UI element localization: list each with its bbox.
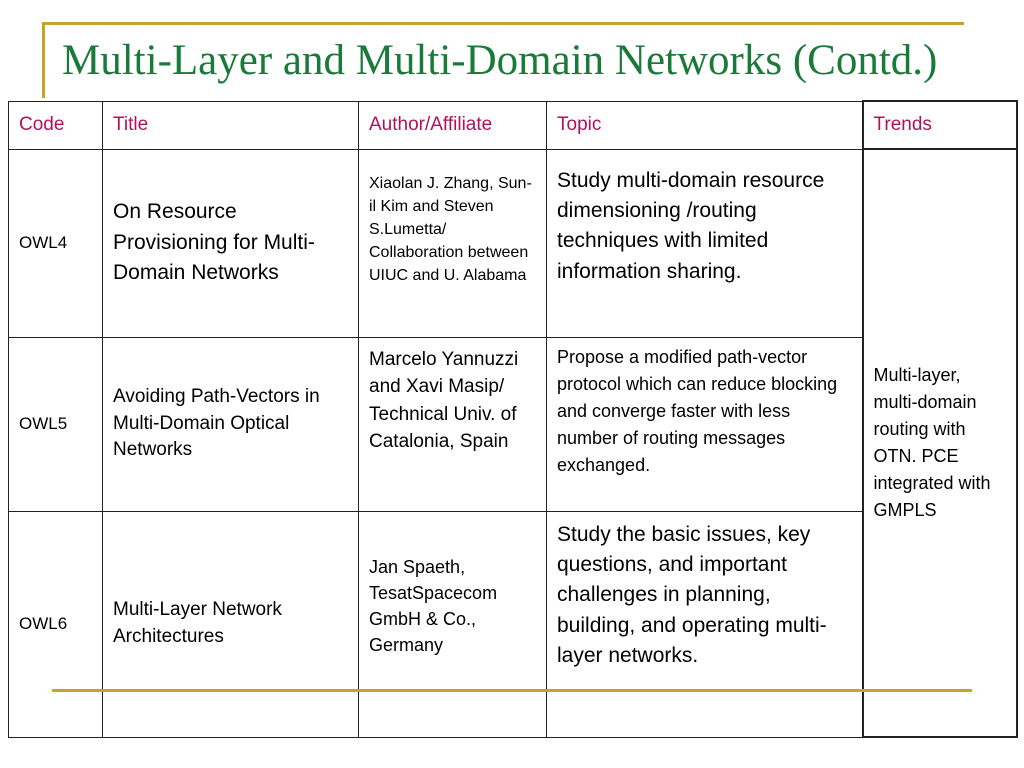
header-trends: Trends	[861, 100, 1018, 150]
table-row: OWL6 Multi-Layer Network Architectures J…	[8, 510, 1017, 738]
slide-title: Multi-Layer and Multi-Domain Networks (C…	[62, 37, 938, 84]
left-decorative-rule	[42, 22, 45, 98]
row-topic-cell: Propose a modified path-vector protocol …	[546, 336, 863, 512]
header-author: Author/Affiliate	[358, 100, 547, 150]
row-author-cell: Marcelo Yannuzzi and Xavi Masip/ Technic…	[358, 336, 547, 512]
header-row: Code Title Author/Affiliate Topic Trends	[8, 100, 1018, 150]
header-code: Code	[8, 100, 103, 150]
row-title-cell: On Resource Provisioning for Multi-Domai…	[102, 148, 359, 338]
papers-table-container: Code Title Author/Affiliate Topic Trends…	[8, 100, 1018, 738]
row-topic-cell: Study the basic issues, key questions, a…	[546, 510, 863, 738]
trends-cell: Multi-layer, multi-domain routing with O…	[861, 148, 1018, 738]
table-row: OWL5 Avoiding Path-Vectors in Multi-Doma…	[8, 336, 1017, 512]
row-author-cell: Xiaolan J. Zhang, Sun-il Kim and Steven …	[358, 148, 547, 338]
header-topic: Topic	[546, 100, 863, 150]
papers-table: Code Title Author/Affiliate Topic Trends…	[8, 100, 1018, 738]
row-title-cell: Avoiding Path-Vectors in Multi-Domain Op…	[102, 336, 359, 512]
header-title: Title	[102, 100, 359, 150]
row-author-cell: Jan Spaeth, TesatSpacecom GmbH & Co., Ge…	[358, 510, 547, 738]
row-code-cell: OWL6	[8, 510, 103, 738]
row-code-cell: OWL4	[8, 148, 103, 338]
row-title-cell: Multi-Layer Network Architectures	[102, 510, 359, 738]
row-topic-cell: Study multi-domain resource dimensioning…	[546, 148, 863, 338]
top-decorative-rule	[44, 22, 964, 25]
row-code-cell: OWL5	[8, 336, 103, 512]
table-row: OWL4 On Resource Provisioning for Multi-…	[8, 148, 1018, 738]
bottom-decorative-rule	[52, 689, 972, 692]
